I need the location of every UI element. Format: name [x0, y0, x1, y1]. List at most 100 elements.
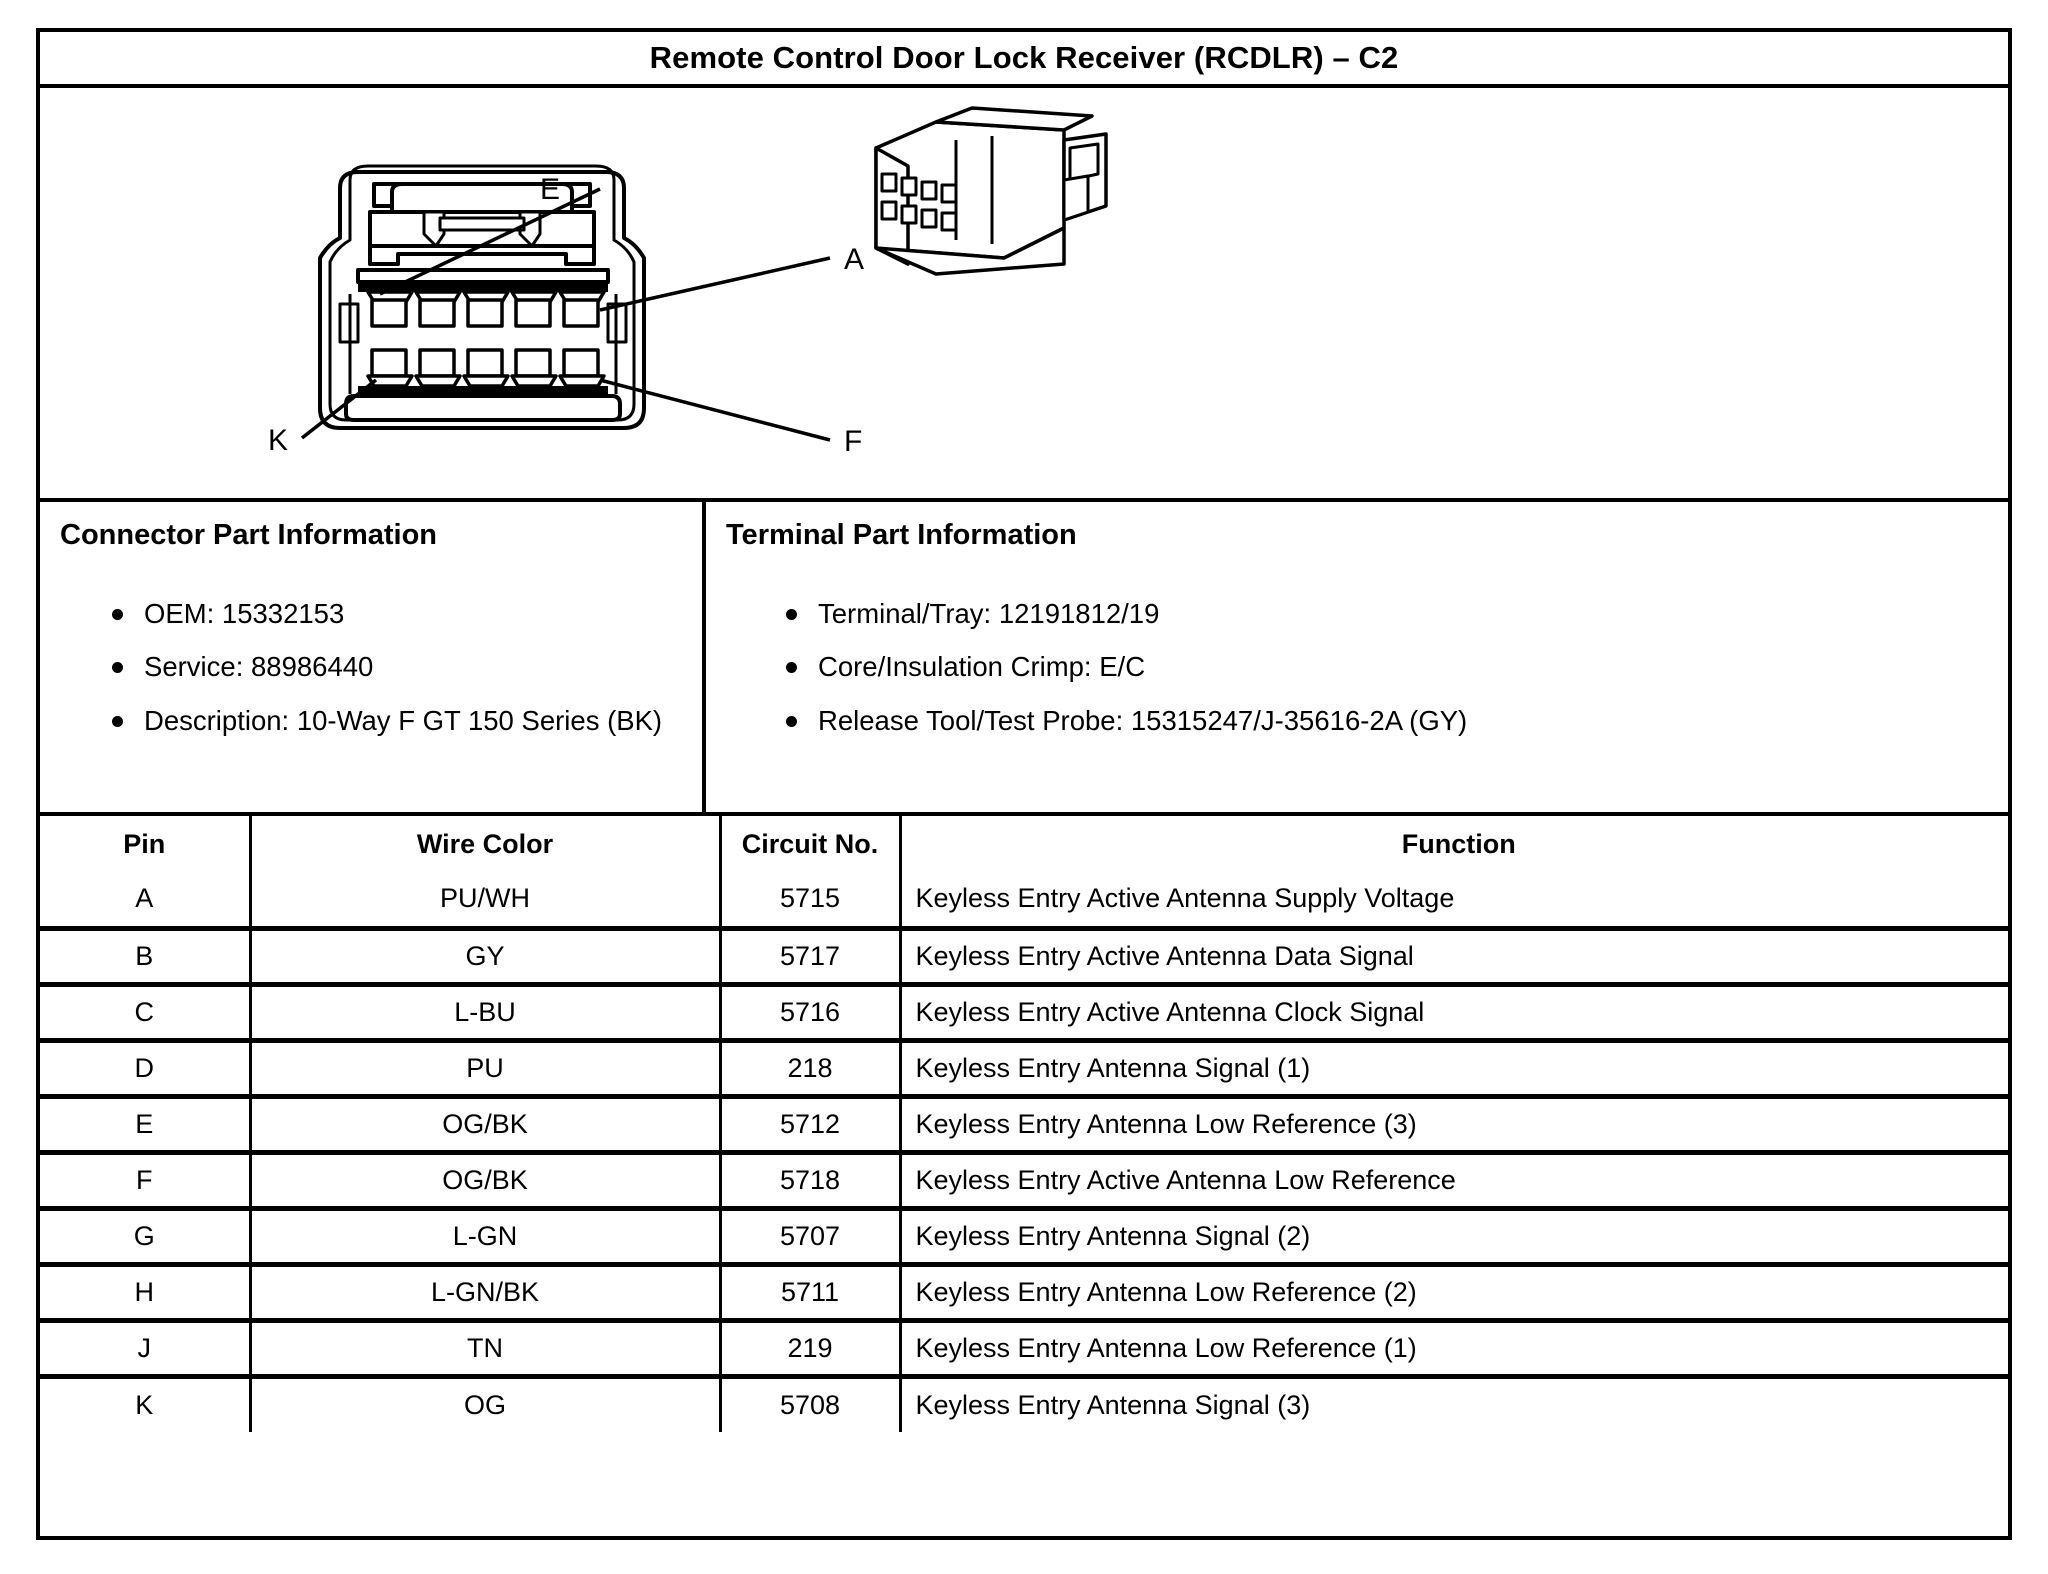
- cell-function: Keyless Entry Antenna Low Reference (3): [900, 1096, 2008, 1155]
- connector-part-information-list: OEM: 15332153 Service: 88986440 Descript…: [54, 600, 688, 735]
- cell-circuit-no: 5716: [720, 984, 902, 1043]
- part-information-row: Connector Part Information OEM: 15332153…: [40, 502, 2008, 816]
- bullet-dot-icon: [786, 715, 797, 727]
- list-item-text: Release Tool/Test Probe: 15315247/J-3561…: [818, 704, 1468, 736]
- cell-pin: D: [40, 1040, 252, 1099]
- cell-wire-color: L-GN: [250, 1208, 722, 1267]
- leader-line-K: [300, 378, 378, 440]
- cell-wire-color: L-GN/BK: [250, 1264, 722, 1323]
- list-item: Service: 88986440: [54, 653, 688, 681]
- cavity-row-bottom: [366, 348, 606, 388]
- cell-function: Keyless Entry Antenna Signal (3): [915, 1389, 1311, 1420]
- leader-lines: [300, 187, 831, 442]
- bullet-dot-icon: [112, 715, 123, 727]
- cell-circuit-no: 5718: [720, 1152, 902, 1211]
- column-header-pin: Pin: [40, 816, 252, 872]
- list-item: Terminal/Tray: 12191812/19: [720, 600, 1994, 628]
- column-header-wire-color: Wire Color: [250, 816, 722, 872]
- cell-function: Keyless Entry Active Antenna Clock Signa…: [900, 984, 2008, 1043]
- cell-pin: G: [40, 1208, 252, 1267]
- cell-circuit-no: 5708: [720, 1376, 902, 1432]
- pin-callout-label-E: E: [540, 173, 560, 206]
- connector-illustration: E A K F: [268, 106, 1108, 458]
- list-item: Description: 10-Way F GT 150 Series (BK): [54, 707, 688, 735]
- column-header-circuit-no: Circuit No.: [720, 816, 902, 872]
- cell-pin: A: [40, 872, 252, 931]
- pin-callout-label-F: F: [844, 425, 862, 458]
- list-item-text: Terminal/Tray: 12191812/19: [818, 597, 1160, 629]
- cell-circuit-no: 5711: [720, 1264, 902, 1323]
- cavity-row-top: [366, 290, 606, 328]
- cell-circuit-no: 5707: [720, 1208, 902, 1267]
- cell-circuit-no: 5712: [720, 1096, 902, 1155]
- pin-callout-label-K: K: [268, 424, 288, 457]
- leader-line-E: [379, 187, 601, 296]
- cell-wire-color: OG/BK: [250, 1152, 722, 1211]
- list-item-text: Core/Insulation Crimp: E/C: [818, 651, 1146, 683]
- terminal-part-information-panel: Terminal Part Information Terminal/Tray:…: [706, 502, 2008, 812]
- cell-function: Keyless Entry Active Antenna Data Signal: [900, 928, 2008, 987]
- connector-figure-panel: E A K F: [40, 88, 2008, 502]
- cell-pin: H: [40, 1264, 252, 1323]
- terminal-part-information-list: Terminal/Tray: 12191812/19 Core/Insulati…: [720, 600, 1994, 735]
- cell-circuit-no: 219: [720, 1320, 902, 1379]
- cell-circuit-no: 5715: [720, 872, 902, 931]
- connector-part-information-panel: Connector Part Information OEM: 15332153…: [40, 502, 706, 812]
- cell-pin: B: [40, 928, 252, 987]
- cell-wire-color: OG: [250, 1376, 722, 1432]
- connector-data-sheet: Remote Control Door Lock Receiver (RCDLR…: [36, 28, 2012, 1540]
- cell-wire-color: GY: [250, 928, 722, 987]
- cell-pin: K: [40, 1376, 252, 1432]
- bullet-dot-icon: [112, 608, 123, 620]
- connector-face-view: [318, 164, 646, 430]
- cell-function: Keyless Entry Antenna Low Reference (1): [900, 1320, 2008, 1379]
- cell-function: Keyless Entry Active Antenna Supply Volt…: [900, 872, 2008, 931]
- bullet-dot-icon: [786, 608, 797, 620]
- cell-pin: J: [40, 1320, 252, 1379]
- list-item: Core/Insulation Crimp: E/C: [720, 653, 1994, 681]
- list-item: OEM: 15332153: [54, 600, 688, 628]
- page-title: Remote Control Door Lock Receiver (RCDLR…: [649, 40, 1399, 75]
- pin-callout-label-A: A: [844, 243, 864, 276]
- cell-wire-color: TN: [250, 1320, 722, 1379]
- bullet-dot-icon: [112, 662, 123, 674]
- list-item: Release Tool/Test Probe: 15315247/J-3561…: [720, 707, 1994, 735]
- list-item-text: Description: 10-Way F GT 150 Series (BK): [144, 704, 663, 736]
- column-header-function: Function: [1401, 828, 1516, 859]
- cell-function: Keyless Entry Antenna Signal (1): [900, 1040, 2008, 1099]
- cell-wire-color: L-BU: [250, 984, 722, 1043]
- cell-function: Keyless Entry Active Antenna Low Referen…: [900, 1152, 2008, 1211]
- cell-function: Keyless Entry Antenna Low Reference (2): [900, 1264, 2008, 1323]
- terminal-part-information-heading: Terminal Part Information: [726, 519, 1077, 551]
- connector-part-information-heading: Connector Part Information: [60, 519, 438, 551]
- list-item-text: Service: 88986440: [144, 651, 374, 683]
- cell-wire-color: PU: [250, 1040, 722, 1099]
- cell-wire-color: OG/BK: [250, 1096, 722, 1155]
- cell-circuit-no: 5717: [720, 928, 902, 987]
- cell-pin: F: [40, 1152, 252, 1211]
- cell-pin: C: [40, 984, 252, 1043]
- connector-isometric-view: [874, 106, 1108, 276]
- cell-circuit-no: 218: [720, 1040, 902, 1099]
- table-header-row: Pin Wire Color Circuit No. Function: [40, 816, 2008, 872]
- cell-function: Keyless Entry Antenna Signal (2): [900, 1208, 2008, 1267]
- cell-wire-color: PU/WH: [250, 872, 722, 931]
- bullet-dot-icon: [786, 662, 797, 674]
- leader-line-F: [599, 378, 831, 442]
- title-bar: Remote Control Door Lock Receiver (RCDLR…: [40, 32, 2008, 88]
- leader-line-A: [599, 256, 831, 312]
- cell-pin: E: [40, 1096, 252, 1155]
- list-item-text: OEM: 15332153: [144, 597, 345, 629]
